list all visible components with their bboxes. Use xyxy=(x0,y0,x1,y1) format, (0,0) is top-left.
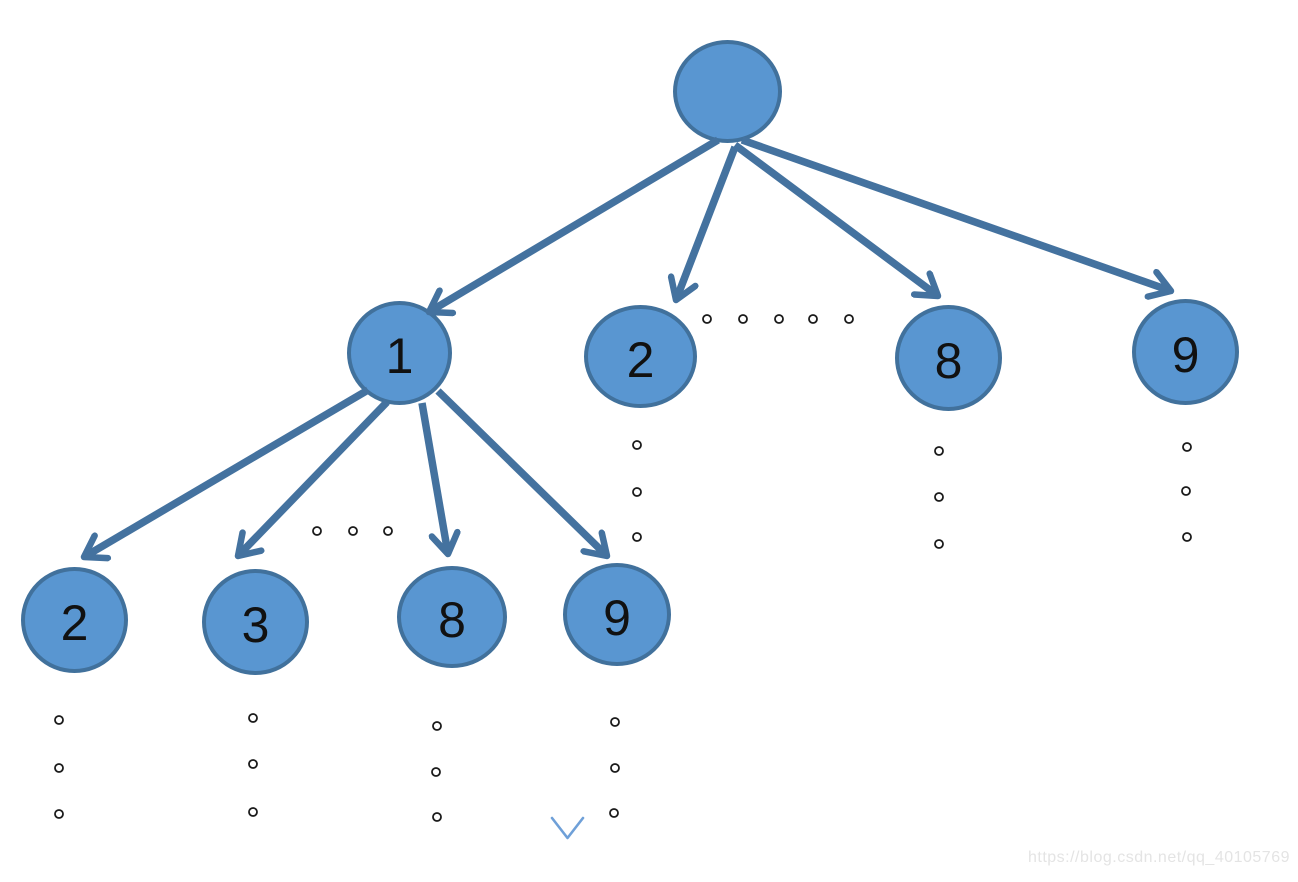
tree-node-level2-1: 1 xyxy=(347,301,452,405)
ellipsis-dot xyxy=(702,314,712,324)
ellipsis-dot xyxy=(248,807,258,817)
ellipsis-dot xyxy=(609,808,619,818)
edge-root-to-9 xyxy=(740,136,1171,291)
chevron-down-icon[interactable] xyxy=(550,816,585,840)
edge-root-to-2 xyxy=(676,145,739,300)
ellipsis-dot xyxy=(383,526,393,536)
ellipsis-dot xyxy=(431,767,441,777)
ellipsis-dot xyxy=(632,532,642,542)
ellipsis-dot xyxy=(738,314,748,324)
ellipsis-dot xyxy=(248,759,258,769)
node-label: 2 xyxy=(60,595,89,651)
ellipsis-dot xyxy=(632,487,642,497)
edge-root-to-1 xyxy=(429,136,720,312)
tree-node-level2-9: 9 xyxy=(1132,299,1239,405)
ellipsis-dot xyxy=(844,314,854,324)
ellipsis-dot xyxy=(1181,486,1191,496)
ellipsis-dot xyxy=(248,713,258,723)
ellipsis-dot xyxy=(934,539,944,549)
node-label: 8 xyxy=(438,592,466,648)
ellipsis-dot xyxy=(54,763,64,773)
tree-node-level2-8: 8 xyxy=(895,305,1002,411)
node-label: 1 xyxy=(385,328,414,384)
ellipsis-dot xyxy=(432,721,442,731)
tree-node-level3-2: 2 xyxy=(21,567,128,673)
ellipsis-dot xyxy=(54,809,64,819)
ellipsis-dot xyxy=(808,314,818,324)
ellipsis-col-l2-8 xyxy=(934,446,944,549)
edge-1-to-2 xyxy=(84,386,370,557)
ellipsis-dot xyxy=(54,715,64,725)
ellipsis-col-l2-2 xyxy=(632,440,642,542)
tree-node-level3-3: 3 xyxy=(202,569,309,675)
node-label: 9 xyxy=(1171,327,1200,383)
ellipsis-col-l3-9 xyxy=(609,717,620,818)
tree-node-root xyxy=(673,40,782,143)
edge-1-to-8 xyxy=(418,402,448,554)
ellipsis-dot xyxy=(1182,532,1192,542)
tree-node-level3-8: 8 xyxy=(397,566,507,668)
ellipsis-col-l3-2 xyxy=(54,715,64,819)
edge-1-to-3 xyxy=(238,399,390,556)
ellipsis-col-l3-8 xyxy=(431,721,442,822)
ellipsis-dot xyxy=(934,492,944,502)
ellipsis-dot xyxy=(432,812,442,822)
node-label: 9 xyxy=(603,589,631,646)
ellipsis-dot xyxy=(632,440,642,450)
ellipsis-dot xyxy=(934,446,944,456)
node-label: 8 xyxy=(934,333,963,389)
watermark: https://blog.csdn.net/qq_40105769 xyxy=(1027,849,1290,866)
tree-node-level2-2: 2 xyxy=(584,305,697,408)
ellipsis-dot xyxy=(312,526,322,536)
ellipsis-dot xyxy=(348,526,358,536)
ellipsis-row-level2 xyxy=(702,314,854,324)
ellipsis-dot xyxy=(610,763,620,773)
ellipsis-row-level3 xyxy=(312,526,393,536)
edge-root-to-8 xyxy=(732,141,938,296)
ellipsis-col-l2-9 xyxy=(1181,442,1192,542)
ellipsis-col-l3-3 xyxy=(248,713,258,817)
edge-1-to-9 xyxy=(435,388,607,556)
ellipsis-dot xyxy=(610,717,620,727)
tree-node-level3-9: 9 xyxy=(563,563,671,666)
node-label: 3 xyxy=(241,597,270,653)
ellipsis-dot xyxy=(1182,442,1192,452)
node-label: 2 xyxy=(626,331,655,388)
ellipsis-dot xyxy=(774,314,784,324)
